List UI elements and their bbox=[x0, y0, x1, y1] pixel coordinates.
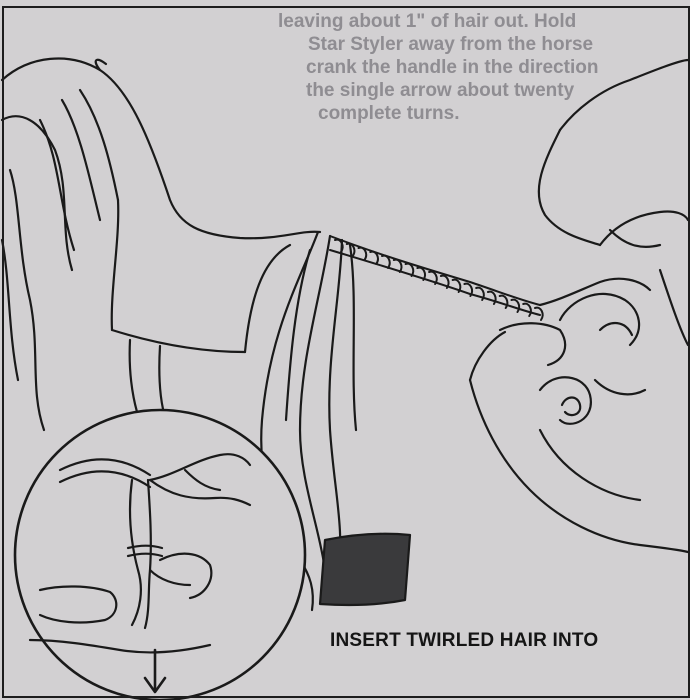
page-frame bbox=[2, 6, 690, 698]
